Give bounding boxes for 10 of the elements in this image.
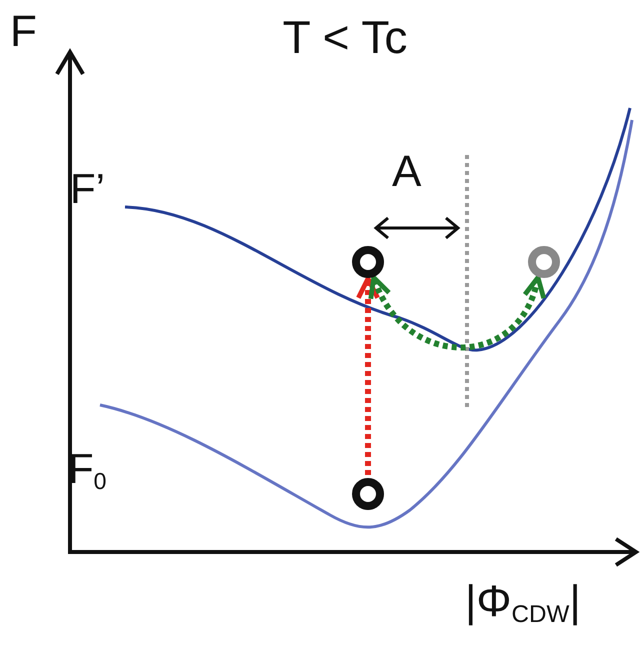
chart-title: T < Tc xyxy=(282,14,408,60)
curve-label: F’ xyxy=(70,168,105,210)
axis-label: F xyxy=(10,10,37,54)
dimension-label: A xyxy=(392,150,422,194)
ring-marker xyxy=(352,478,384,510)
axis-label: |Φ$_{CDW}$| xyxy=(465,580,581,628)
ring-marker xyxy=(352,246,384,278)
dotted-arrow xyxy=(370,275,544,350)
dotted-arrow xyxy=(356,276,380,475)
ring-marker xyxy=(528,246,560,278)
